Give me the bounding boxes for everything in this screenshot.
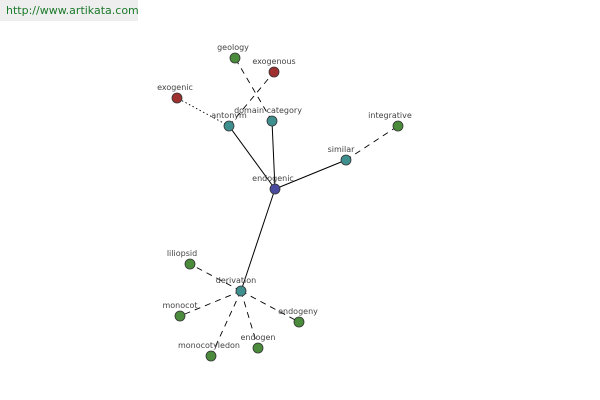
node-endogeny[interactable]: [293, 316, 305, 328]
node-label-antonym: antonym: [211, 111, 247, 120]
nodes-layer: [171, 52, 404, 362]
node-geology[interactable]: [229, 52, 241, 64]
edge-endogenic-to-derivation: [240, 188, 276, 292]
edge-endogenic-to-antonym: [228, 125, 276, 190]
edge-domain-category-to-geology: [234, 57, 273, 122]
node-label-exogenic: exogenic: [157, 83, 193, 92]
node-label-derivation: derivation: [216, 276, 256, 285]
edge-derivation-to-monocotyledon: [210, 290, 242, 357]
node-label-monocot: monocot: [162, 301, 197, 310]
node-label-exogenous: exogenous: [252, 57, 295, 66]
node-antonym[interactable]: [223, 120, 235, 132]
node-monocot[interactable]: [174, 310, 186, 322]
node-label-geology: geology: [217, 43, 249, 52]
node-endogenic[interactable]: [269, 183, 281, 195]
node-label-monocotyledon: monocotyledon: [178, 341, 240, 350]
node-endogen[interactable]: [252, 342, 264, 354]
edge-endogenic-to-similar: [274, 159, 347, 190]
node-similar[interactable]: [340, 154, 352, 166]
edges-layer: [176, 57, 399, 357]
node-exogenic[interactable]: [171, 92, 183, 104]
node-label-endogen: endogen: [240, 333, 275, 342]
node-label-similar: similar: [328, 145, 356, 154]
edge-endogenic-to-domain-category: [271, 120, 276, 190]
node-domain-category[interactable]: [266, 115, 278, 127]
node-exogenous[interactable]: [268, 66, 280, 78]
node-derivation[interactable]: [235, 285, 247, 297]
node-monocotyledon[interactable]: [205, 350, 217, 362]
node-label-integrative: integrative: [368, 111, 412, 120]
source-url-banner[interactable]: http://www.artikata.com: [0, 0, 139, 21]
node-integrative[interactable]: [392, 120, 404, 132]
node-label-liliopsid: liliopsid: [167, 249, 197, 258]
node-label-endogeny: endogeny: [278, 307, 318, 316]
edge-derivation-to-liliopsid: [189, 263, 242, 292]
node-label-domain-category: domain category: [234, 106, 302, 115]
edge-derivation-to-endogen: [240, 290, 259, 349]
node-label-endogenic: endogenic: [252, 174, 294, 183]
edge-antonym-to-exogenic: [176, 97, 230, 127]
node-liliopsid[interactable]: [184, 258, 196, 270]
edge-similar-to-integrative: [345, 125, 399, 161]
edge-antonym-to-exogenous: [228, 71, 275, 127]
